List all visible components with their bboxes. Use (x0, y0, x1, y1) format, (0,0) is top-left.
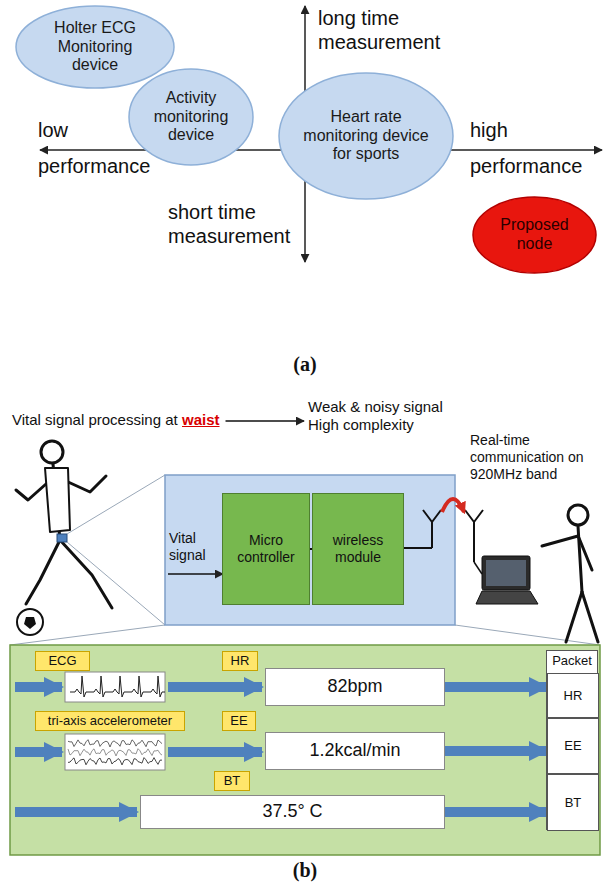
device-ellipse: Holter ECG Monitoring device (15, 5, 175, 89)
text-label: Weak & noisy signal High complexity (308, 398, 466, 434)
node-text: Proposed node (488, 216, 581, 254)
value-box: 37.5° C (140, 795, 445, 829)
zoom-line (10, 625, 165, 645)
node-text: Micro controller (223, 532, 309, 565)
node-text: BT (565, 795, 582, 810)
node-text: HR (231, 653, 250, 668)
zoom-line (455, 625, 600, 645)
device-ellipse: Activity monitoring device (128, 68, 254, 166)
ecg-waveform-box (65, 672, 165, 702)
panel-label: (b) (279, 858, 331, 882)
node-text: ECG (48, 653, 76, 668)
node-housing (165, 475, 455, 625)
antenna-symbol (465, 510, 483, 562)
accel-waveform (68, 749, 162, 756)
signal-arrow (168, 573, 223, 575)
block-arrow (168, 747, 262, 757)
node-text: 1.2kcal/min (309, 740, 400, 761)
block-arrow (15, 747, 62, 757)
block-arrow (445, 682, 547, 692)
player-shirt (45, 468, 70, 532)
zoom-line (67, 542, 165, 625)
coach-leg (582, 592, 598, 642)
player-leg (26, 540, 60, 604)
signal-tag: HR (222, 651, 258, 671)
node-text: BT (224, 773, 241, 788)
wireless-module-box: wireless module (312, 493, 404, 605)
packet-cell: EE (547, 718, 599, 774)
waist-sensor (57, 534, 67, 542)
text-label: Vital signal (169, 530, 221, 564)
laptop-display (486, 560, 526, 586)
text-label: short time measurement (168, 200, 298, 248)
device-ellipse: Heart rate monitoring device for sports (278, 72, 454, 200)
block-arrow (168, 682, 262, 692)
flow-arrow (226, 420, 304, 422)
accel-waveform-box (65, 734, 165, 770)
packet-table: HR EE BT Packet (546, 650, 598, 830)
signal-tag: ECG (35, 651, 90, 671)
block-arrow (15, 682, 62, 692)
value-box: 82bpm (265, 668, 445, 706)
text-label: long time measurement (318, 6, 488, 54)
accel-waveform (68, 740, 162, 747)
player-head (41, 441, 63, 463)
ellipse-shape (16, 6, 174, 88)
coach-leg (566, 592, 582, 642)
packet-cell: HR (547, 673, 599, 718)
block-arrow (445, 746, 547, 756)
node-text: wireless module (313, 532, 403, 565)
node-text: tri-axis accelerometer (48, 713, 172, 728)
zoom-line (67, 475, 165, 534)
ecg-waveform (70, 676, 165, 697)
soccer-ball (17, 609, 43, 635)
node-text: Packet (552, 653, 592, 668)
highlight-label: waist (182, 411, 220, 429)
coach-figure (542, 505, 598, 642)
antenna-symbol (423, 510, 441, 548)
text-label: high performance (470, 112, 602, 184)
block-arrow (445, 807, 547, 817)
laptop-base (476, 591, 538, 604)
microcontroller-box: Micro controller (222, 493, 310, 605)
waist-arrow (226, 421, 304, 422)
block-arrow (15, 807, 137, 817)
ball-patch (24, 617, 36, 629)
signal-tag: EE (222, 711, 256, 731)
text-label: Vital signal processing at (12, 411, 178, 429)
panel-label: (a) (279, 352, 331, 376)
node-text: EE (230, 713, 247, 728)
player-figure (16, 441, 112, 608)
accel-waveform (68, 758, 162, 765)
node-text: Heart rate monitoring device for sports (301, 108, 431, 165)
laptop-screen (482, 556, 530, 590)
node-text: Activity monitoring device (145, 89, 238, 146)
ellipse-shape (279, 73, 453, 199)
value-box: 1.2kcal/min (265, 732, 445, 770)
signal-tag: tri-axis accelerometer (35, 711, 185, 731)
processing-panel (10, 645, 600, 855)
coach-arm (579, 538, 592, 570)
coach-head (568, 505, 588, 525)
node-text: Holter ECG Monitoring device (36, 19, 154, 76)
packet-cell: BT (547, 774, 599, 831)
node-text: HR (564, 688, 583, 703)
ellipse-shape (129, 69, 253, 165)
antenna-wire (474, 562, 482, 574)
node-text: 82bpm (327, 676, 382, 697)
node-text: EE (564, 738, 581, 753)
text-label: low performance (38, 112, 168, 184)
radio-link-arrow (442, 499, 464, 512)
ellipse-shape (473, 197, 596, 273)
proposed-ellipse: Proposed node (472, 196, 597, 274)
signal-tag: BT (214, 771, 250, 791)
text-label: Real-time communication on 920MHz band (470, 432, 604, 482)
node-text: 37.5° C (262, 801, 322, 822)
coach-arm (542, 536, 578, 546)
